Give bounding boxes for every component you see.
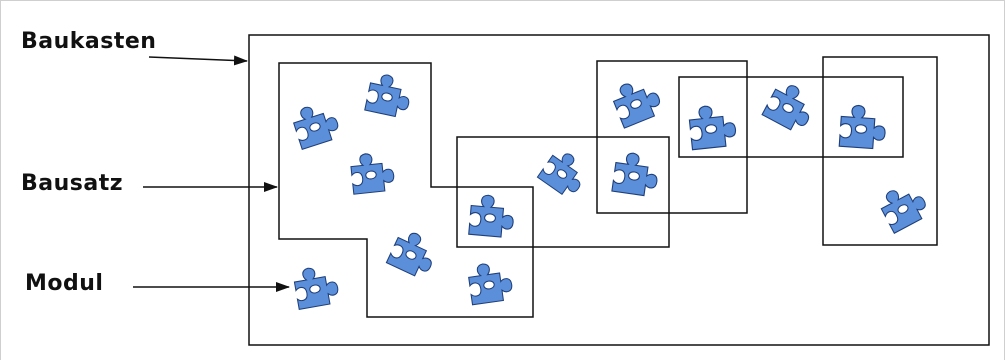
bausatz-box-band <box>678 76 904 158</box>
label-bausatz: Bausatz <box>21 171 124 196</box>
bausatz-box-middle <box>456 136 670 248</box>
bausatz-box-upper <box>596 60 748 214</box>
puzzle-pieces <box>289 71 932 310</box>
puzzle-piece-icon <box>349 150 396 195</box>
puzzle-piece-icon <box>291 263 341 310</box>
puzzle-piece-icon <box>536 145 593 201</box>
label-baukasten: Baukasten <box>21 29 157 54</box>
puzzle-piece-icon <box>687 102 738 151</box>
puzzle-piece-icon <box>761 78 820 136</box>
puzzle-piece-icon <box>289 98 343 150</box>
bausatz-box-right <box>822 56 938 246</box>
puzzle-piece-icon <box>385 226 442 281</box>
puzzle-piece-icon <box>838 103 888 150</box>
puzzle-piece-icon <box>468 193 516 239</box>
label-modul: Modul <box>25 271 104 296</box>
puzzle-piece-icon <box>466 259 515 306</box>
puzzle-piece-icon <box>875 178 932 234</box>
arrow-baukasten <box>148 55 248 66</box>
baukasten-box <box>248 34 990 346</box>
bausatz-region-left <box>278 62 534 318</box>
puzzle-piece-icon <box>364 71 415 120</box>
puzzle-piece-icon <box>611 150 661 198</box>
puzzle-piece-icon <box>608 73 665 129</box>
